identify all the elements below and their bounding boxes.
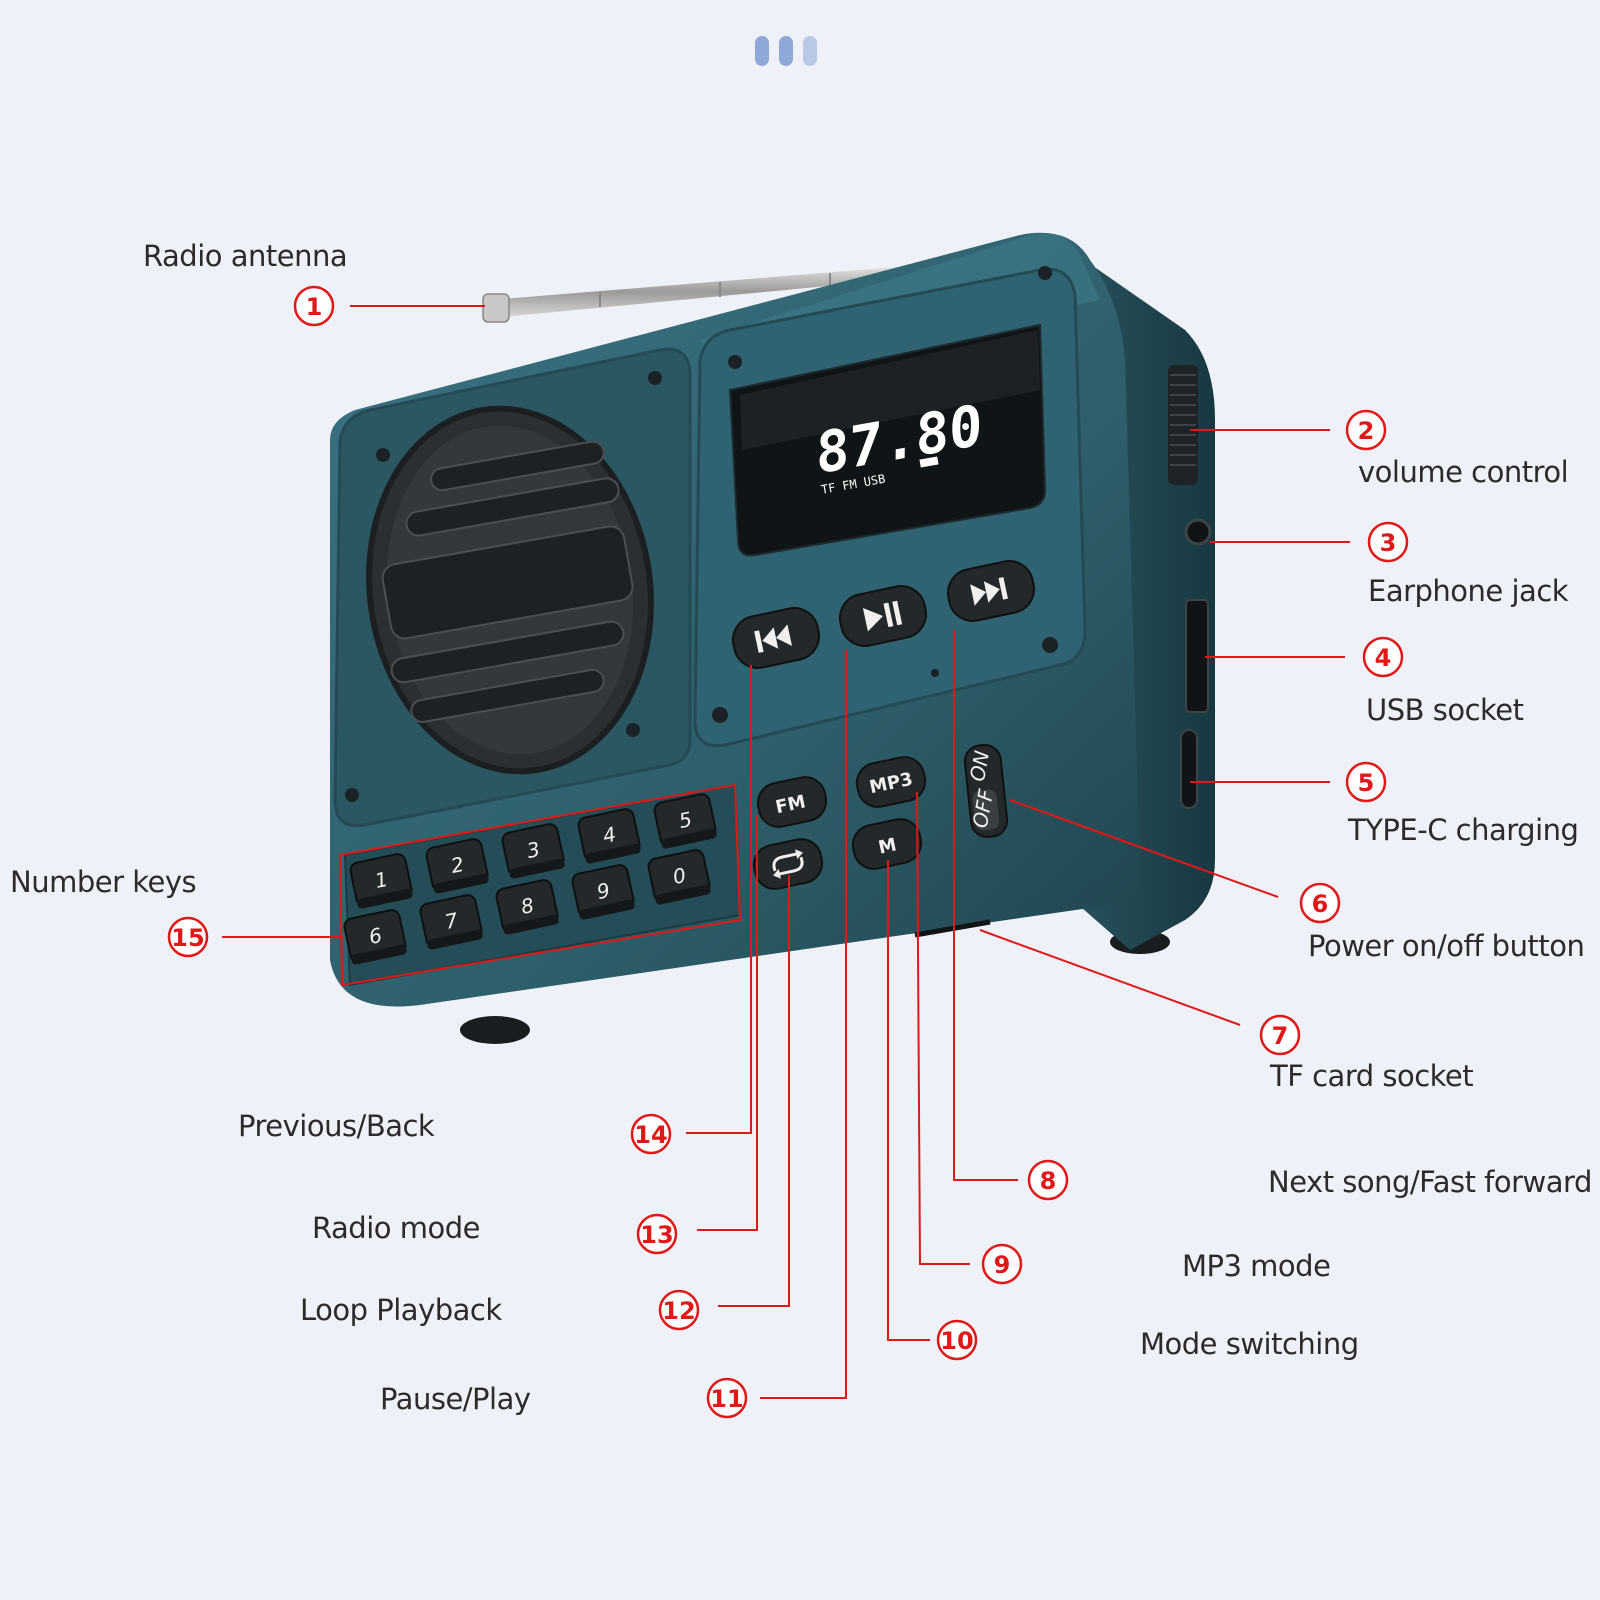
number-key-6[interactable]: 6 <box>343 909 407 966</box>
number-key-label: 5 <box>677 807 694 833</box>
number-key-label: 0 <box>671 863 688 889</box>
page-dot-1[interactable] <box>755 36 769 66</box>
svg-text:5: 5 <box>1358 769 1375 797</box>
loop-button[interactable] <box>750 835 826 892</box>
svg-text:6: 6 <box>1312 890 1329 918</box>
label-earphone-jack: Earphone jack <box>1368 574 1569 608</box>
label-mp3-mode: MP3 mode <box>1182 1249 1331 1283</box>
callout-marker-15: 15 <box>167 916 209 958</box>
callout-marker-1: 1 <box>293 285 335 327</box>
number-key-label: 9 <box>595 878 612 904</box>
callout-marker-5: 5 <box>1345 761 1387 803</box>
label-previous-back: Previous/Back <box>238 1109 435 1143</box>
callout-marker-8: 8 <box>1027 1159 1069 1201</box>
page-indicator <box>755 36 817 66</box>
number-key-label: 3 <box>525 837 542 863</box>
page-dot-3[interactable] <box>803 36 817 66</box>
number-key-label: 7 <box>443 908 461 934</box>
fm-button[interactable]: FM <box>754 773 830 830</box>
svg-text:9: 9 <box>994 1251 1011 1279</box>
label-number-keys: Number keys <box>10 865 197 899</box>
earphone-jack[interactable] <box>1184 518 1212 546</box>
svg-text:M: M <box>877 834 899 858</box>
callout-marker-14: 14 <box>630 1113 672 1155</box>
callout-marker-11: 11 <box>706 1377 748 1419</box>
svg-text:10: 10 <box>940 1327 973 1355</box>
svg-text:15: 15 <box>171 924 204 952</box>
mp3-button[interactable]: MP3 <box>853 753 929 810</box>
label-radio-antenna: Radio antenna <box>143 239 348 273</box>
lcd-screen: 87.80 TF FM USB <box>728 323 1047 557</box>
svg-text:13: 13 <box>640 1221 673 1249</box>
volume-wheel[interactable] <box>1168 365 1198 485</box>
tf-card-slot[interactable] <box>914 919 991 938</box>
number-key-2[interactable]: 2 <box>425 838 489 895</box>
number-key-5[interactable]: 5 <box>653 793 717 850</box>
page-dot-2[interactable] <box>779 36 793 66</box>
svg-text:2: 2 <box>1358 417 1375 445</box>
number-key-label: 2 <box>449 852 466 878</box>
callout-marker-13: 13 <box>636 1213 678 1255</box>
callout-marker-12: 12 <box>658 1289 700 1331</box>
svg-text:11: 11 <box>710 1385 743 1413</box>
number-key-0[interactable]: 0 <box>647 849 711 906</box>
number-keypad: 1 2 3 4 5 6 7 8 9 0 <box>343 783 742 987</box>
label-type-c-charging: TYPE-C charging <box>1348 813 1579 847</box>
callout-marker-6: 6 <box>1299 882 1341 924</box>
number-key-9[interactable]: 9 <box>571 864 635 921</box>
number-key-label: 6 <box>367 923 384 949</box>
svg-text:14: 14 <box>634 1121 667 1149</box>
label-radio-mode: Radio mode <box>312 1211 480 1245</box>
callout-marker-9: 9 <box>981 1243 1023 1285</box>
m-button[interactable]: M <box>849 815 925 872</box>
label-usb-socket: USB socket <box>1366 693 1524 727</box>
number-key-label: 4 <box>601 822 618 848</box>
label-tf-card-socket: TF card socket <box>1270 1059 1474 1093</box>
number-key-1[interactable]: 1 <box>349 853 413 910</box>
play-pause-button[interactable] <box>836 582 931 651</box>
svg-text:4: 4 <box>1375 644 1392 672</box>
svg-text:3: 3 <box>1380 529 1397 557</box>
loop-icon <box>772 849 804 879</box>
number-key-4[interactable]: 4 <box>577 808 641 865</box>
usb-port[interactable] <box>1185 599 1209 713</box>
svg-text:7: 7 <box>1272 1022 1289 1050</box>
next-button[interactable] <box>944 557 1039 626</box>
number-key-label: 1 <box>373 867 390 893</box>
svg-text:12: 12 <box>662 1297 695 1325</box>
callout-marker-2: 2 <box>1345 409 1387 451</box>
number-key-label: 8 <box>519 893 536 919</box>
power-switch[interactable]: ON OFF <box>963 743 1009 839</box>
label-pause-play: Pause/Play <box>380 1382 531 1416</box>
label-loop-playback: Loop Playback <box>300 1293 502 1327</box>
label-power-button: Power on/off button <box>1308 929 1585 963</box>
radio-antenna <box>482 265 922 323</box>
number-key-3[interactable]: 3 <box>501 823 565 880</box>
number-key-8[interactable]: 8 <box>495 879 559 936</box>
label-volume-control: volume control <box>1358 455 1569 489</box>
callout-marker-4: 4 <box>1362 636 1404 678</box>
label-next-song: Next song/Fast forward <box>1268 1165 1592 1199</box>
svg-text:8: 8 <box>1040 1167 1057 1195</box>
svg-text:1: 1 <box>306 293 323 321</box>
callout-marker-3: 3 <box>1367 521 1409 563</box>
callout-marker-10: 10 <box>936 1319 978 1361</box>
number-key-7[interactable]: 7 <box>419 894 483 951</box>
callout-marker-7: 7 <box>1259 1014 1301 1056</box>
svg-text:ON: ON <box>965 749 994 783</box>
type-c-port[interactable] <box>1180 729 1198 809</box>
label-mode-switching: Mode switching <box>1140 1327 1359 1361</box>
speaker-panel <box>333 347 692 828</box>
callout-lines <box>222 305 1350 1399</box>
previous-button[interactable] <box>729 604 824 673</box>
